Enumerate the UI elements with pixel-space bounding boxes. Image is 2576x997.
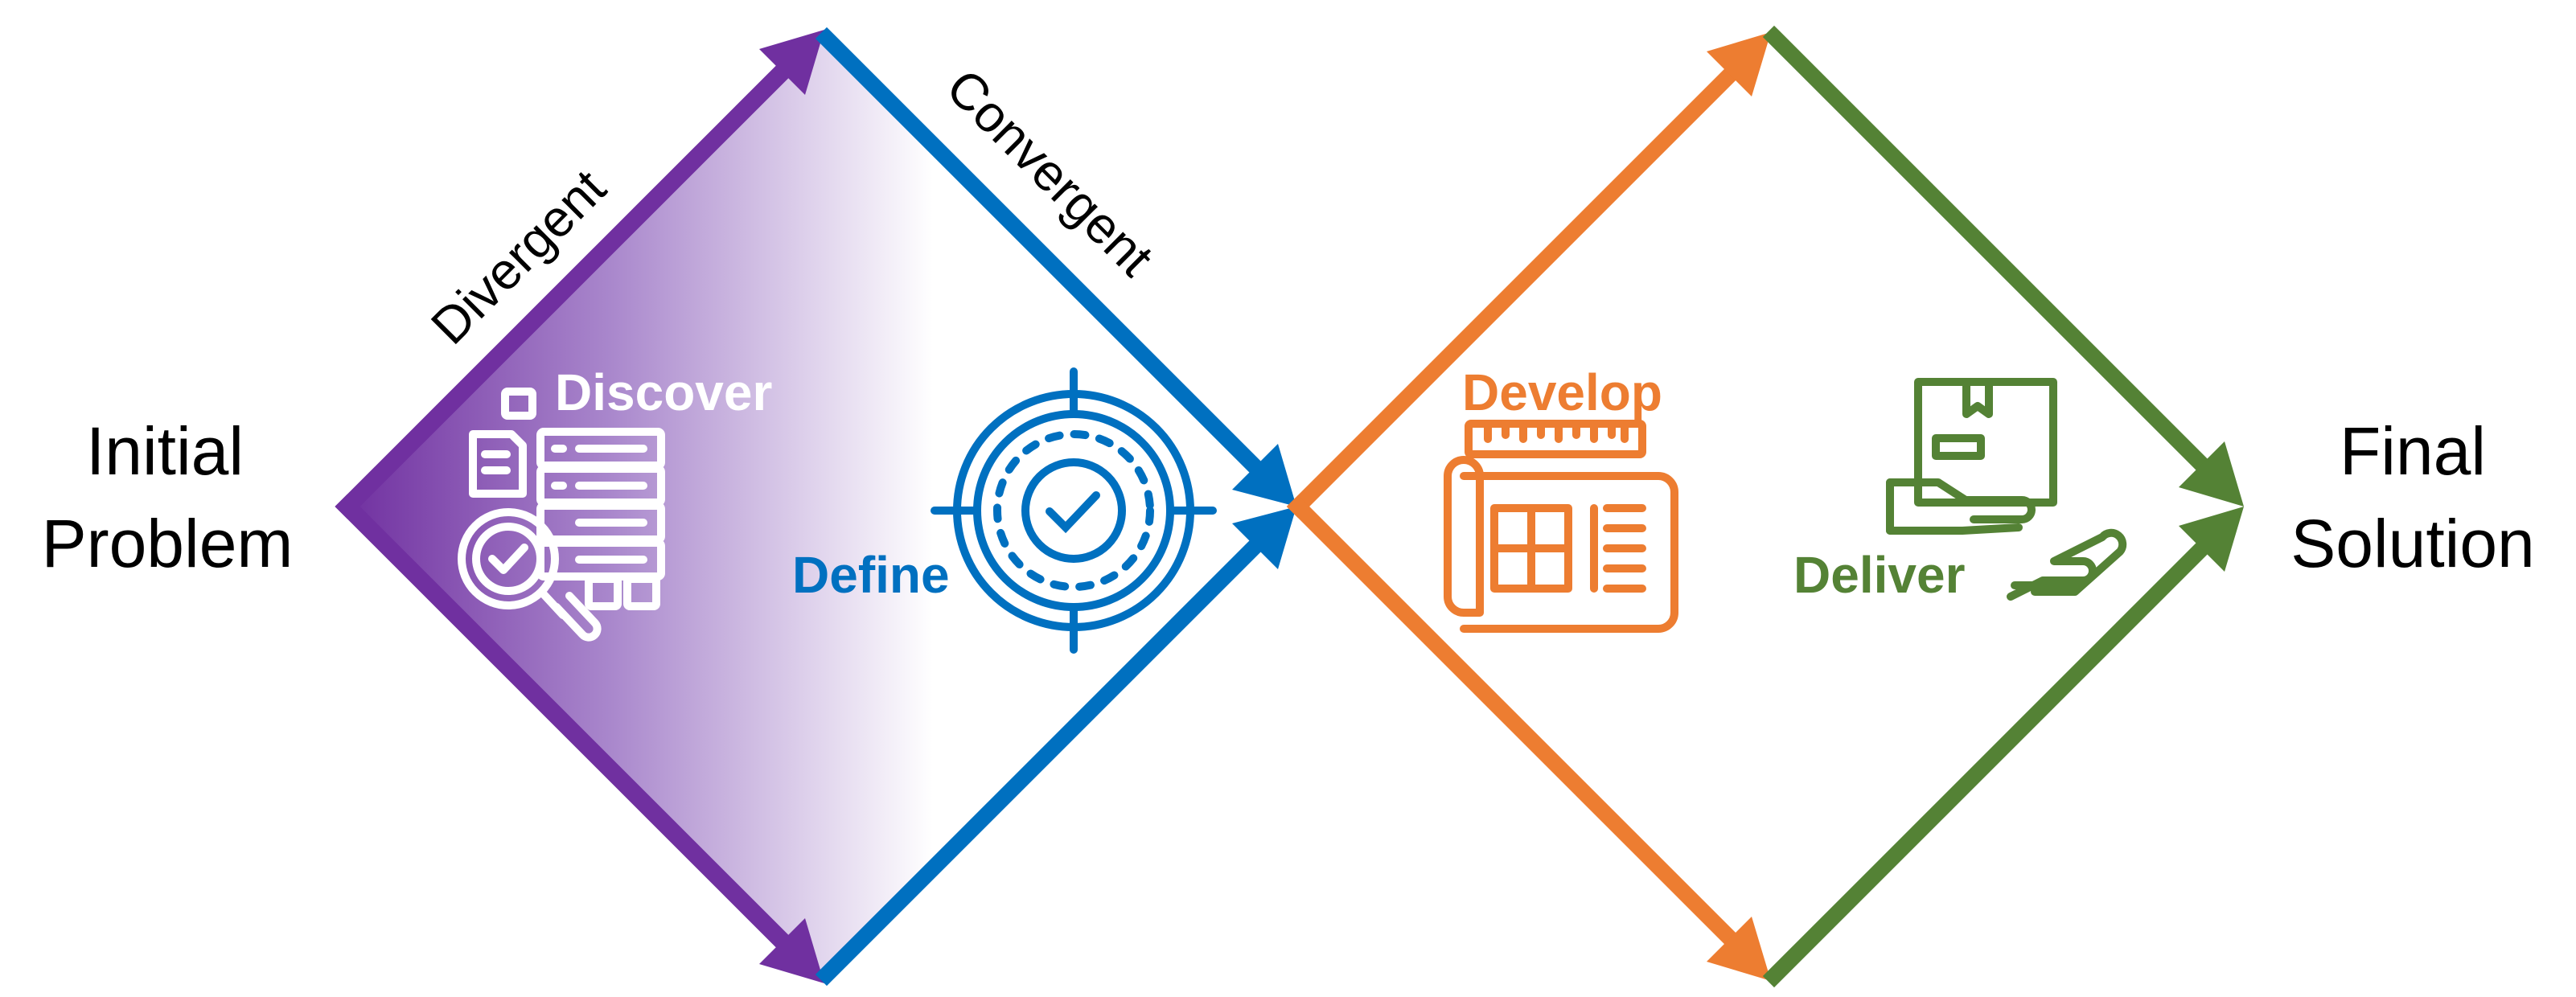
arrowhead-converge-bottom	[1232, 507, 1296, 569]
arrowhead-develop-up	[1707, 32, 1771, 96]
initial-problem-label-line1: Initial	[86, 413, 244, 489]
phase-label-discover: Discover	[555, 363, 772, 421]
initial-problem-label-line2: Problem	[42, 506, 294, 581]
develop-edges	[1286, 32, 1771, 981]
arrowhead-up	[759, 30, 824, 95]
delivery-icon	[1886, 378, 2127, 601]
arrowhead-develop-down	[1707, 917, 1771, 981]
arrowhead-deliver-bottom	[2179, 507, 2244, 572]
phase-label-deliver: Deliver	[1793, 546, 1965, 604]
final-solution-label-line2: Solution	[2290, 506, 2535, 581]
convergent-edges	[815, 27, 1296, 987]
phase-label-develop: Develop	[1462, 363, 1662, 421]
arrowhead-down	[759, 918, 824, 983]
final-solution-label-line1: Final	[2340, 413, 2486, 489]
research-icon	[458, 388, 665, 642]
target-icon	[931, 367, 1217, 654]
divergent-edges	[335, 30, 824, 983]
deliver-edges	[1762, 25, 2244, 988]
arrowhead-deliver-top	[2179, 441, 2244, 507]
phase-label-define: Define	[792, 546, 950, 604]
blueprint-icon	[1444, 420, 1678, 633]
arrowhead-converge-top	[1232, 444, 1296, 507]
